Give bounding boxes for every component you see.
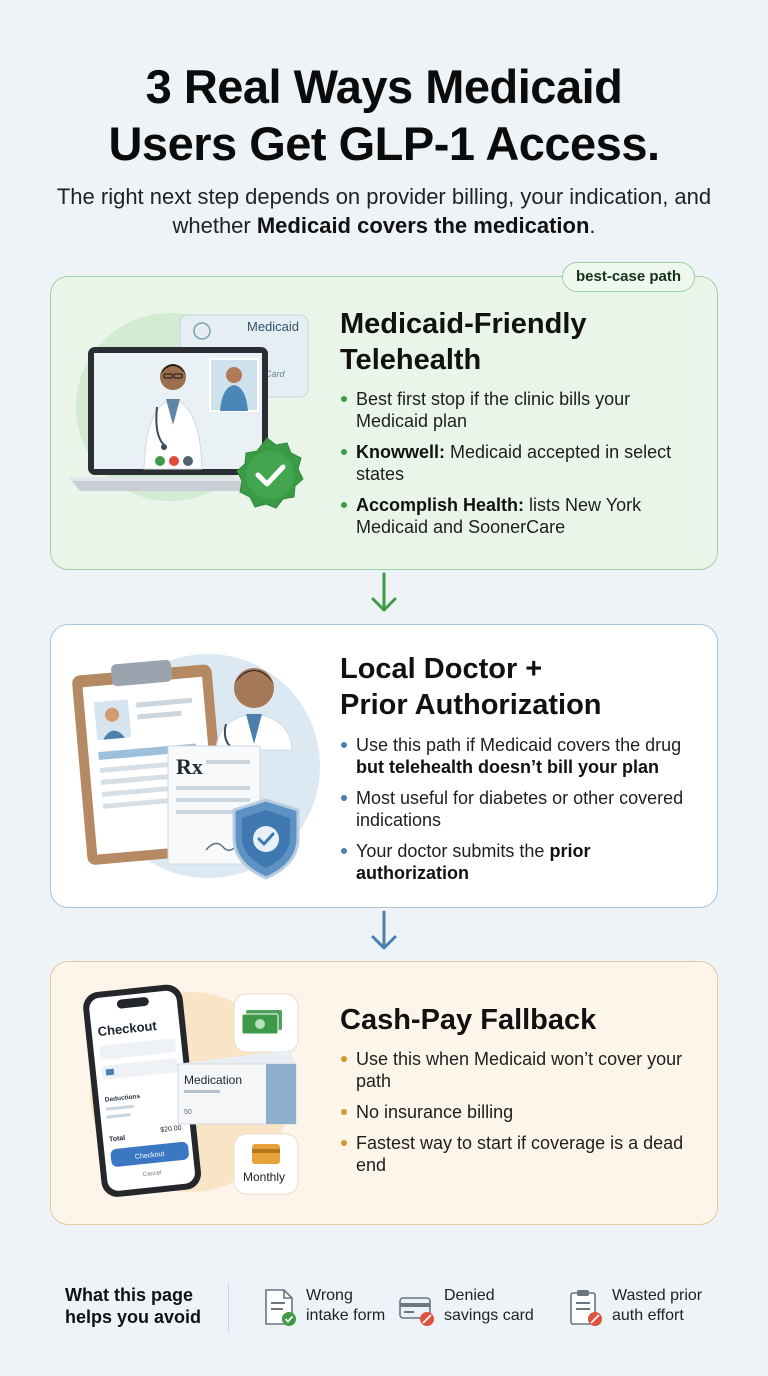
doctor-avatar xyxy=(215,668,293,751)
check-seal-icon xyxy=(236,437,304,509)
footer-item-denied-card: Denied savings card xyxy=(444,1286,534,1326)
bullet-bold: prior authorization xyxy=(356,841,591,883)
page-title-line1: 3 Real Ways Medicaid xyxy=(145,60,623,113)
phone-total-label: Total xyxy=(109,1135,126,1144)
bullet-text: Use this when Medicaid won’t cover your … xyxy=(356,1049,683,1091)
card-denied-icon xyxy=(399,1297,434,1326)
page-subtitle: The right next step depends on provider … xyxy=(40,182,728,240)
phone-graphic: Checkout Deductions Total $20 00 Checkou… xyxy=(83,984,202,1197)
footer-title: What this page helps you avoid xyxy=(65,1285,202,1327)
list-item: Fastest way to start if coverage is a de… xyxy=(340,1132,700,1176)
cash-pay-bullets: Use this when Medicaid won’t cover your … xyxy=(340,1048,700,1185)
bullet-dot xyxy=(341,396,347,402)
bullet-dot xyxy=(341,502,347,508)
monthly-label: Monthly xyxy=(243,1170,285,1184)
bullet-bold: Accomplish Health: xyxy=(356,495,525,515)
arrow-down-green-icon xyxy=(371,572,397,612)
telehealth-title-line2: Telehealth xyxy=(340,344,482,376)
shield-check-icon xyxy=(232,798,300,880)
bullet-text: Use this path if Medicaid covers the dru… xyxy=(356,735,682,755)
list-item: Use this path if Medicaid covers the dru… xyxy=(340,734,700,778)
list-item: Most useful for diabetes or other covere… xyxy=(340,787,700,831)
arrow-down-blue-icon xyxy=(371,910,397,950)
prior-auth-title-line1: Local Doctor + xyxy=(340,653,543,685)
phone-title: Checkout xyxy=(97,1018,158,1039)
prior-auth-illustration: Rx xyxy=(72,654,320,880)
bullet-dot xyxy=(341,1140,347,1146)
list-item: Best first stop if the clinic bills your… xyxy=(340,388,700,432)
bullet-text: Most useful for diabetes or other covere… xyxy=(356,788,684,830)
cash-icon xyxy=(233,993,299,1053)
bullet-bold: Knowwell: xyxy=(356,442,445,462)
list-item: Your doctor submits the prior authorizat… xyxy=(340,840,700,884)
form-check-icon xyxy=(265,1289,296,1326)
phone-total-value: $20 00 xyxy=(160,1125,182,1134)
bullet-dot xyxy=(341,795,347,801)
cash-pay-illustration: Checkout Deductions Total $20 00 Checkou… xyxy=(83,984,299,1197)
prior-auth-title-line2: Prior Authorization xyxy=(340,689,602,721)
footer-item-line2: savings card xyxy=(444,1307,534,1324)
footer-item-line1: Denied xyxy=(444,1287,495,1304)
footer-item-wasted-auth: Wasted prior auth effort xyxy=(612,1286,702,1326)
bullet-text: Fastest way to start if coverage is a de… xyxy=(356,1133,684,1175)
bullet-text: lists New York Medicaid and SoonerCare xyxy=(356,495,642,537)
list-item: Knowwell: Medicaid accepted in select st… xyxy=(340,441,700,485)
telehealth-illustration: Medicaid it Card xyxy=(70,313,309,509)
bullet-dot xyxy=(341,1109,347,1115)
best-case-badge: best-case path xyxy=(562,262,696,292)
bullet-text: Medicaid accepted in select states xyxy=(356,442,672,484)
prior-auth-bullets: Use this path if Medicaid covers the dru… xyxy=(340,734,700,893)
monthly-card-icon xyxy=(233,1133,299,1195)
subtitle-text: The right next step depends on provider … xyxy=(56,184,712,238)
list-item: Accomplish Health: lists New York Medica… xyxy=(340,494,700,538)
page-title-line2: Users Get GLP-1 Access. xyxy=(108,117,660,170)
medication-box: Medication 50 xyxy=(176,1050,297,1125)
bullet-text: No insurance billing xyxy=(356,1102,514,1122)
footer-item-line1: Wrong xyxy=(306,1287,353,1304)
subtitle-end: . xyxy=(589,213,596,238)
footer-item-line2: auth effort xyxy=(612,1307,684,1324)
list-item: No insurance billing xyxy=(340,1101,700,1123)
medicaid-card-sub: it Card xyxy=(258,369,286,379)
bullet-dot xyxy=(341,742,347,748)
bullet-bold: but telehealth doesn’t bill your plan xyxy=(356,757,660,777)
footer-item-line2: intake form xyxy=(306,1307,386,1324)
clipboard-block-icon xyxy=(570,1290,602,1326)
footer-item-line1: Wasted prior xyxy=(612,1287,703,1304)
bullet-dot xyxy=(341,1056,347,1062)
footer-item-wrong-intake: Wrong intake form xyxy=(306,1286,385,1326)
footer-divider xyxy=(228,1282,229,1332)
medication-box-dose: 50 xyxy=(184,1109,192,1116)
rx-label: Rx xyxy=(176,754,203,779)
bullet-dot xyxy=(341,848,347,854)
list-item: Use this when Medicaid won’t cover your … xyxy=(340,1048,700,1092)
medicaid-card-label: Medicaid xyxy=(247,319,299,334)
laptop-graphic xyxy=(70,347,286,491)
telehealth-bullets: Best first stop if the clinic bills your… xyxy=(340,388,700,547)
bullet-text: Best first stop if the clinic bills your… xyxy=(356,389,631,431)
phone-section: Deductions xyxy=(105,1093,141,1104)
bullet-text: Your doctor submits the xyxy=(356,841,550,861)
telehealth-title-line1: Medicaid-Friendly xyxy=(340,308,587,340)
cash-pay-title: Cash-Pay Fallback xyxy=(340,1004,597,1036)
phone-cancel: Cancel xyxy=(143,1170,162,1178)
phone-checkout-button: Checkout xyxy=(135,1151,165,1161)
subtitle-bold: Medicaid covers the medication xyxy=(256,213,590,238)
page-title: 3 Real Ways Medicaid Users Get GLP-1 Acc… xyxy=(0,58,768,172)
telehealth-title: Medicaid-Friendly Telehealth xyxy=(340,306,700,378)
bullet-dot xyxy=(341,449,347,455)
prior-auth-title: Local Doctor + Prior Authorization xyxy=(340,651,700,723)
medication-box-label: Medication xyxy=(184,1073,242,1087)
